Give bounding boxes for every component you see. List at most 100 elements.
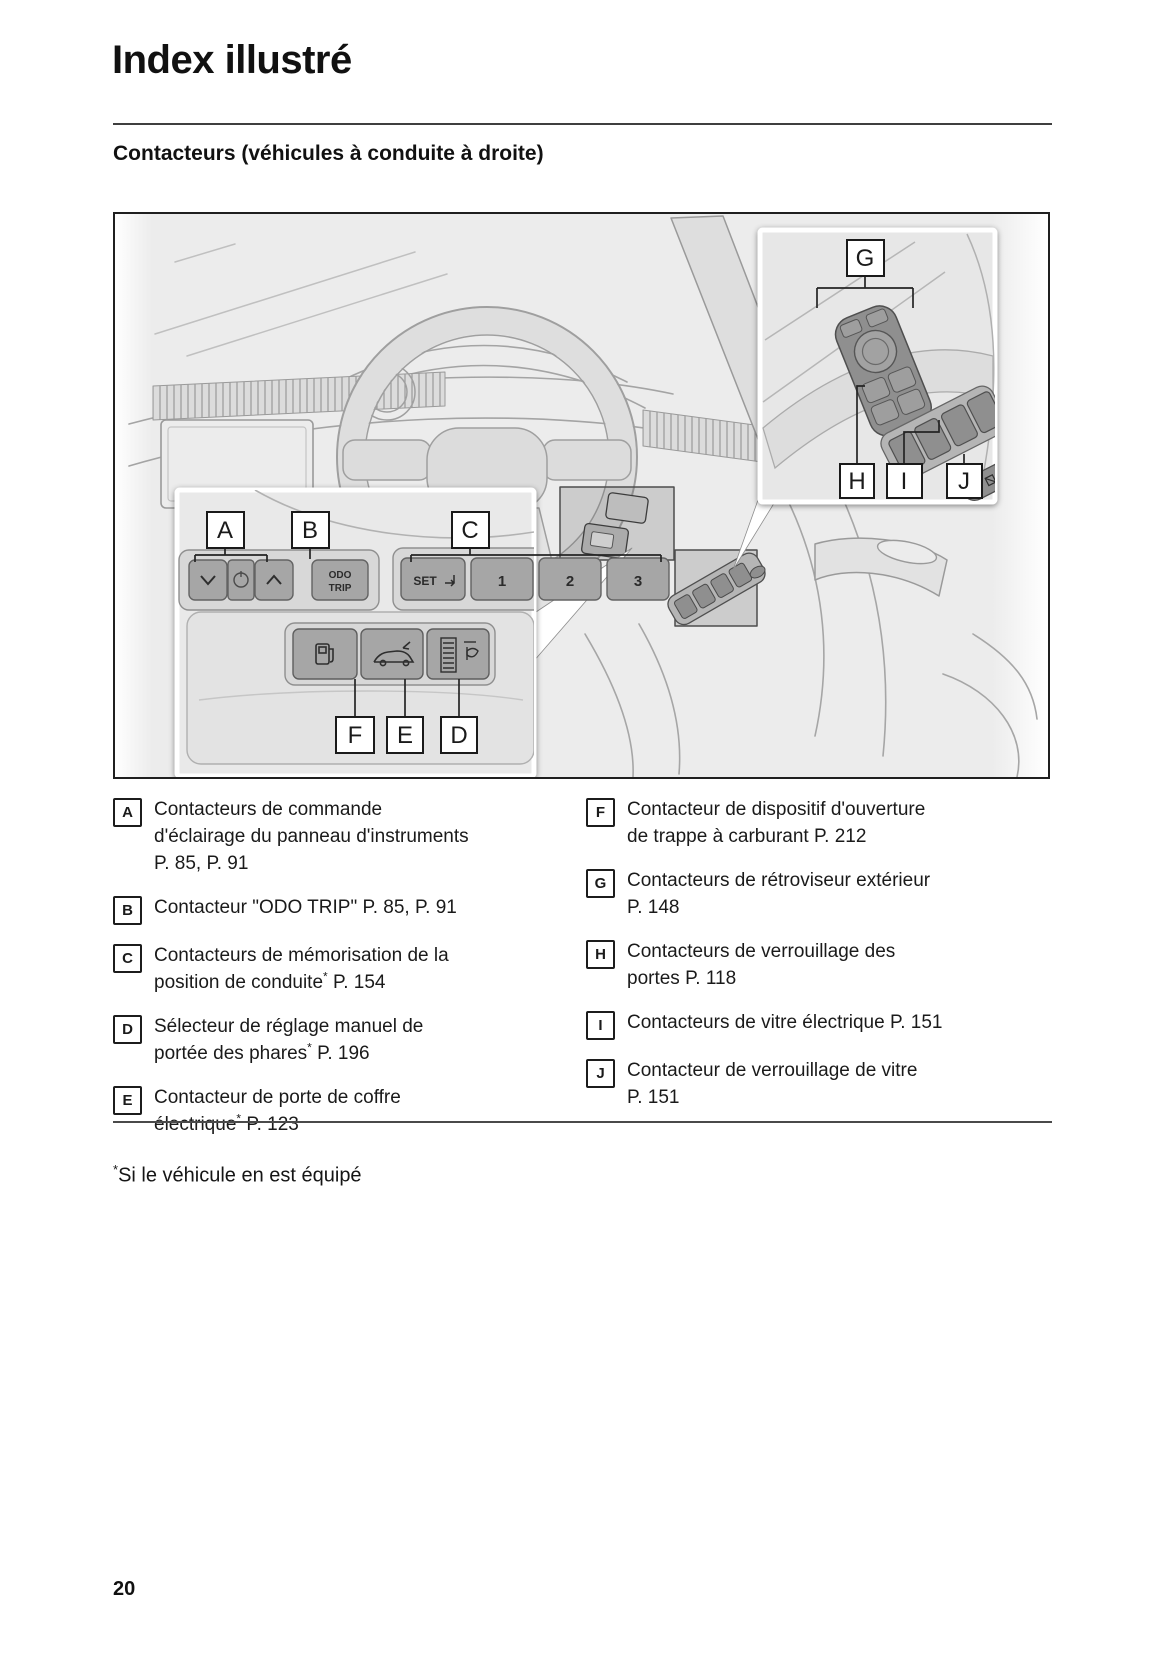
cockpit-illustration-svg: ODO TRIP SET 1 2 3 bbox=[115, 214, 1048, 777]
callout-box-f bbox=[335, 716, 375, 754]
legend-key-letter: A bbox=[122, 804, 133, 821]
svg-text:C: C bbox=[461, 517, 478, 544]
page-number: 20 bbox=[113, 1578, 136, 1600]
svg-text:G: G bbox=[856, 245, 875, 272]
legend-item: I Contacteurs de vitre électrique P. 151 bbox=[586, 1009, 1006, 1040]
dash-switches-inset: ODO TRIP SET 1 2 3 bbox=[174, 487, 670, 777]
callout-box-h bbox=[839, 463, 875, 499]
legend-key-letter: G bbox=[594, 875, 607, 892]
legend-key-letter: E bbox=[122, 1092, 133, 1109]
door-switches-inset: G H I J bbox=[757, 227, 998, 505]
callout-box-a bbox=[206, 511, 245, 549]
legend-text: Contacteurs de vitre électrique P. 151 bbox=[627, 1012, 943, 1033]
page-title: Index illustré bbox=[112, 38, 352, 82]
chevron-up-icon bbox=[266, 574, 282, 585]
memory-3-label: 3 bbox=[634, 573, 642, 590]
legend-key-box: H bbox=[586, 940, 615, 969]
legend-key-letter: C bbox=[122, 950, 133, 967]
svg-text:D: D bbox=[450, 722, 467, 749]
callout-box-c bbox=[451, 511, 490, 549]
legend-key-letter: H bbox=[595, 946, 606, 963]
chevron-down-icon bbox=[200, 575, 216, 586]
svg-text:J: J bbox=[958, 468, 970, 495]
legend-item: B Contacteur "ODO TRIP" P. 85, P. 91 bbox=[113, 894, 545, 925]
callout-box-b bbox=[291, 511, 330, 549]
svg-text:H: H bbox=[848, 468, 865, 495]
legend-key-box: I bbox=[586, 1011, 615, 1040]
legend-key-box: E bbox=[113, 1086, 142, 1115]
callout-box-i bbox=[886, 463, 923, 499]
callout-box-g bbox=[846, 239, 885, 277]
footnote: *Si le véhicule en est équipé bbox=[113, 1162, 362, 1188]
footnote-divider bbox=[113, 1121, 1052, 1123]
window-switch-cluster bbox=[880, 385, 995, 482]
dash-switch-highlight bbox=[559, 486, 675, 561]
legend-key-box: D bbox=[113, 1015, 142, 1044]
tailgate-open-icon bbox=[373, 641, 415, 667]
footnote-text: Si le véhicule en est équipé bbox=[118, 1164, 362, 1187]
legend-key-letter: J bbox=[596, 1065, 605, 1082]
legend-key-letter: I bbox=[598, 1017, 603, 1034]
legend-key-box: B bbox=[113, 896, 142, 925]
legend-key-box: C bbox=[113, 944, 142, 973]
legend-text: Contacteur "ODO TRIP" P. 85, P. 91 bbox=[154, 897, 457, 918]
legend-key-box: A bbox=[113, 798, 142, 827]
memory-1-label: 1 bbox=[498, 573, 506, 590]
legend-key-letter: D bbox=[122, 1021, 133, 1038]
windshield-lines bbox=[154, 243, 448, 357]
door-switch-highlight bbox=[667, 549, 766, 627]
set-button-label: SET bbox=[413, 574, 437, 588]
panel-light-control-switch bbox=[188, 559, 294, 601]
callout-box-d bbox=[440, 716, 478, 754]
svg-text:F: F bbox=[348, 722, 363, 749]
mirror-control-cluster bbox=[834, 305, 932, 437]
left-inset-connectors bbox=[194, 548, 662, 717]
svg-text:I: I bbox=[901, 468, 908, 495]
seat-recall-arrow-icon bbox=[445, 575, 456, 587]
callout-box-e bbox=[386, 716, 424, 754]
svg-text:A: A bbox=[217, 517, 233, 544]
callout-boxes-right-inset: G H I J bbox=[839, 239, 983, 499]
legend-key-letter: F bbox=[595, 804, 606, 821]
headlight-leveling-icon bbox=[440, 637, 479, 673]
lower-switch-cluster bbox=[284, 622, 496, 686]
legend-key-letter: B bbox=[122, 902, 133, 919]
mirror-control-knob-icon bbox=[853, 329, 898, 374]
instrument-brightness-dial-icon bbox=[233, 571, 249, 588]
svg-text:ODO: ODO bbox=[329, 570, 352, 581]
memory-2-label: 2 bbox=[566, 573, 574, 590]
callout-boxes-left-inset: A B C F E D bbox=[206, 511, 490, 754]
callout-box-j bbox=[946, 463, 983, 499]
odo-trip-button: ODO TRIP bbox=[311, 559, 369, 601]
footnote-asterisk: * bbox=[113, 1162, 119, 1177]
fuel-pump-icon bbox=[315, 643, 334, 665]
legend-key-box: J bbox=[586, 1059, 615, 1088]
title-divider bbox=[113, 123, 1052, 125]
svg-text:B: B bbox=[302, 517, 318, 544]
svg-text:E: E bbox=[397, 722, 413, 749]
svg-text:TRIP: TRIP bbox=[329, 583, 352, 594]
driving-position-memory-switches: SET 1 2 3 bbox=[400, 557, 670, 601]
door-handle bbox=[876, 539, 938, 565]
cockpit-illustration: ODO TRIP SET 1 2 3 bbox=[113, 212, 1050, 779]
legend-key-box: G bbox=[586, 869, 615, 898]
section-heading: Contacteurs (véhicules à conduite à droi… bbox=[113, 142, 544, 165]
